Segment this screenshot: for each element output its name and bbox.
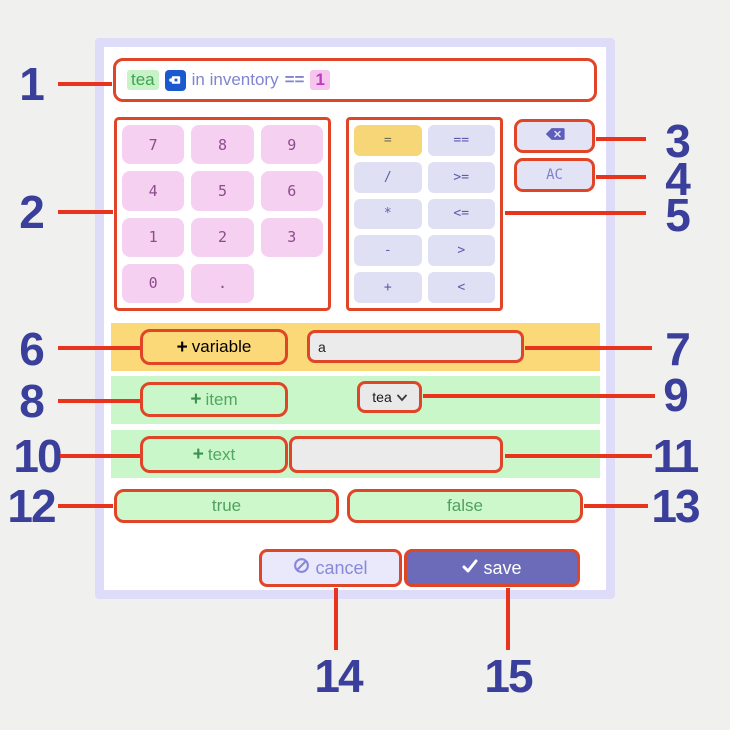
annotation-3: 3: [665, 115, 691, 167]
op-less-equal[interactable]: <=: [427, 198, 495, 230]
save-button[interactable]: save: [404, 549, 580, 587]
annotation-8: 8: [19, 375, 45, 427]
key-0[interactable]: 0: [122, 263, 185, 303]
text-value-input[interactable]: [289, 436, 503, 473]
add-text-label: text: [207, 444, 236, 464]
key-3[interactable]: 3: [260, 217, 323, 257]
add-item-label: item: [205, 389, 238, 409]
annotation-15: 15: [484, 650, 533, 702]
op-assign[interactable]: =: [354, 125, 422, 156]
key-5[interactable]: 5: [191, 171, 254, 211]
item-select-value: tea: [372, 389, 392, 405]
plus-icon: +: [192, 444, 204, 465]
keypad-empty-cell: [261, 264, 323, 303]
callout-line-3: [596, 137, 646, 141]
op-less[interactable]: <: [427, 272, 495, 303]
annotation-1: 1: [19, 58, 45, 110]
callout-line-11: [505, 454, 652, 458]
key-decimal[interactable]: .: [191, 263, 254, 303]
expression-phrase: in inventory: [191, 70, 279, 89]
cancel-label: cancel: [315, 557, 368, 578]
annotation-12: 12: [7, 480, 56, 532]
chevron-down-icon: [396, 389, 407, 405]
expression-operator: ==: [284, 70, 305, 89]
cancel-button[interactable]: cancel: [259, 549, 402, 587]
add-text-button[interactable]: + text: [140, 436, 288, 473]
add-variable-button[interactable]: + variable: [140, 329, 288, 365]
annotation-5: 5: [665, 189, 691, 241]
annotation-2: 2: [19, 186, 45, 238]
expression-item-chip: tea: [127, 70, 159, 90]
expression-display[interactable]: tea in inventory == 1: [113, 58, 597, 102]
annotation-6: 6: [19, 323, 45, 375]
operator-pad: = == / >= * <= - > + <: [346, 117, 503, 311]
key-4[interactable]: 4: [122, 171, 185, 211]
callout-line-14: [334, 588, 338, 650]
op-equals[interactable]: ==: [427, 125, 495, 156]
key-2[interactable]: 2: [191, 217, 254, 257]
key-6[interactable]: 6: [260, 171, 323, 211]
op-plus[interactable]: +: [354, 272, 422, 303]
annotation-13: 13: [651, 480, 700, 532]
callout-line-8: [58, 399, 140, 403]
item-icon: [164, 69, 186, 91]
plus-icon: +: [190, 389, 202, 410]
op-divide[interactable]: /: [354, 161, 422, 193]
cancel-icon: [293, 557, 310, 579]
plus-icon: +: [176, 336, 188, 358]
callout-line-15: [506, 588, 510, 650]
false-label: false: [447, 496, 483, 515]
add-item-button[interactable]: + item: [140, 382, 288, 417]
backspace-icon: [545, 127, 565, 145]
callout-line-1: [58, 82, 112, 86]
true-button[interactable]: true: [114, 489, 339, 523]
annotation-9: 9: [663, 369, 689, 421]
annotation-7: 7: [665, 323, 691, 375]
callout-line-6: [58, 346, 140, 350]
backspace-button[interactable]: [514, 119, 595, 153]
callout-line-10: [60, 454, 140, 458]
variable-name-input[interactable]: [307, 330, 524, 363]
key-7[interactable]: 7: [122, 125, 185, 165]
key-9[interactable]: 9: [260, 125, 323, 165]
add-variable-label: variable: [191, 337, 252, 356]
op-minus[interactable]: -: [354, 235, 422, 267]
key-8[interactable]: 8: [191, 125, 254, 165]
annotation-14: 14: [314, 650, 363, 702]
callout-line-2: [58, 210, 113, 214]
callout-line-13: [584, 504, 648, 508]
save-label: save: [483, 557, 522, 578]
true-label: true: [211, 496, 242, 515]
op-greater[interactable]: >: [427, 235, 495, 267]
annotation-11: 11: [652, 430, 700, 482]
false-button[interactable]: false: [347, 489, 583, 523]
expression-value-chip: 1: [310, 70, 330, 90]
all-clear-label: AC: [546, 167, 563, 183]
callout-line-12: [58, 504, 113, 508]
key-1[interactable]: 1: [122, 217, 185, 257]
item-select[interactable]: tea: [357, 381, 422, 413]
annotation-4: 4: [665, 153, 691, 205]
callout-line-9: [423, 394, 655, 398]
check-icon: [462, 558, 478, 579]
callout-line-4: [596, 175, 646, 179]
op-greater-equal[interactable]: >=: [427, 161, 495, 193]
callout-line-7: [525, 346, 652, 350]
all-clear-button[interactable]: AC: [514, 158, 595, 192]
callout-line-5: [505, 211, 646, 215]
numeric-keypad: 7 8 9 4 5 6 1 2 3 0 .: [114, 117, 331, 311]
annotation-10: 10: [13, 430, 62, 482]
op-multiply[interactable]: *: [354, 198, 422, 230]
